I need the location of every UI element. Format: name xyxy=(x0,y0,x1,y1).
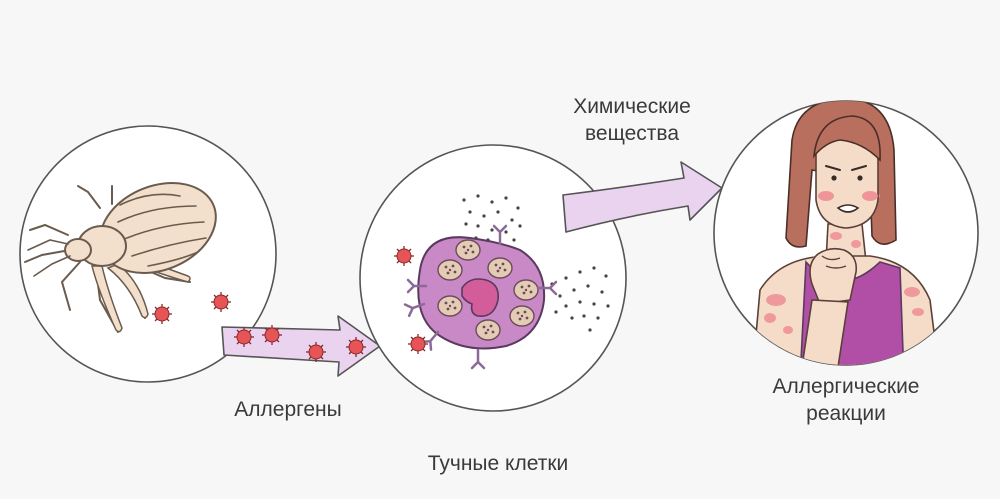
reactions-label-line2: реакции xyxy=(806,402,886,425)
allergen-particle-icon xyxy=(233,326,255,348)
bug-panel xyxy=(19,125,277,383)
arrow-allergens xyxy=(221,315,381,377)
chemicals-label-line1: Химические xyxy=(573,95,691,118)
reaction-panel xyxy=(713,100,979,366)
mast-cells-label: Тучные клетки xyxy=(427,452,569,475)
allergen-particle-icon xyxy=(393,245,415,267)
mast-cell-icon xyxy=(403,224,558,370)
chemicals-label: Химические вещества xyxy=(532,93,732,147)
woman-with-rash-icon xyxy=(751,101,941,365)
allergen-particle-icon xyxy=(210,291,232,313)
chemical-dots-icon xyxy=(550,266,610,332)
allergens-label: Аллергены xyxy=(234,398,342,421)
bed-bug-icon xyxy=(24,182,217,333)
reactions-label-line1: Аллергические xyxy=(772,375,920,398)
mast-cell-panel xyxy=(359,144,627,412)
allergen-particle-icon xyxy=(345,336,367,358)
allergen-particle-icon xyxy=(261,324,283,346)
allergen-particle-icon xyxy=(151,303,173,325)
chemicals-label-line2: вещества xyxy=(584,122,680,145)
arrow-chemicals xyxy=(562,161,723,233)
allergen-particle-icon xyxy=(407,333,429,355)
reactions-label: Аллергические реакции xyxy=(746,373,946,427)
allergen-particle-icon xyxy=(305,341,327,363)
